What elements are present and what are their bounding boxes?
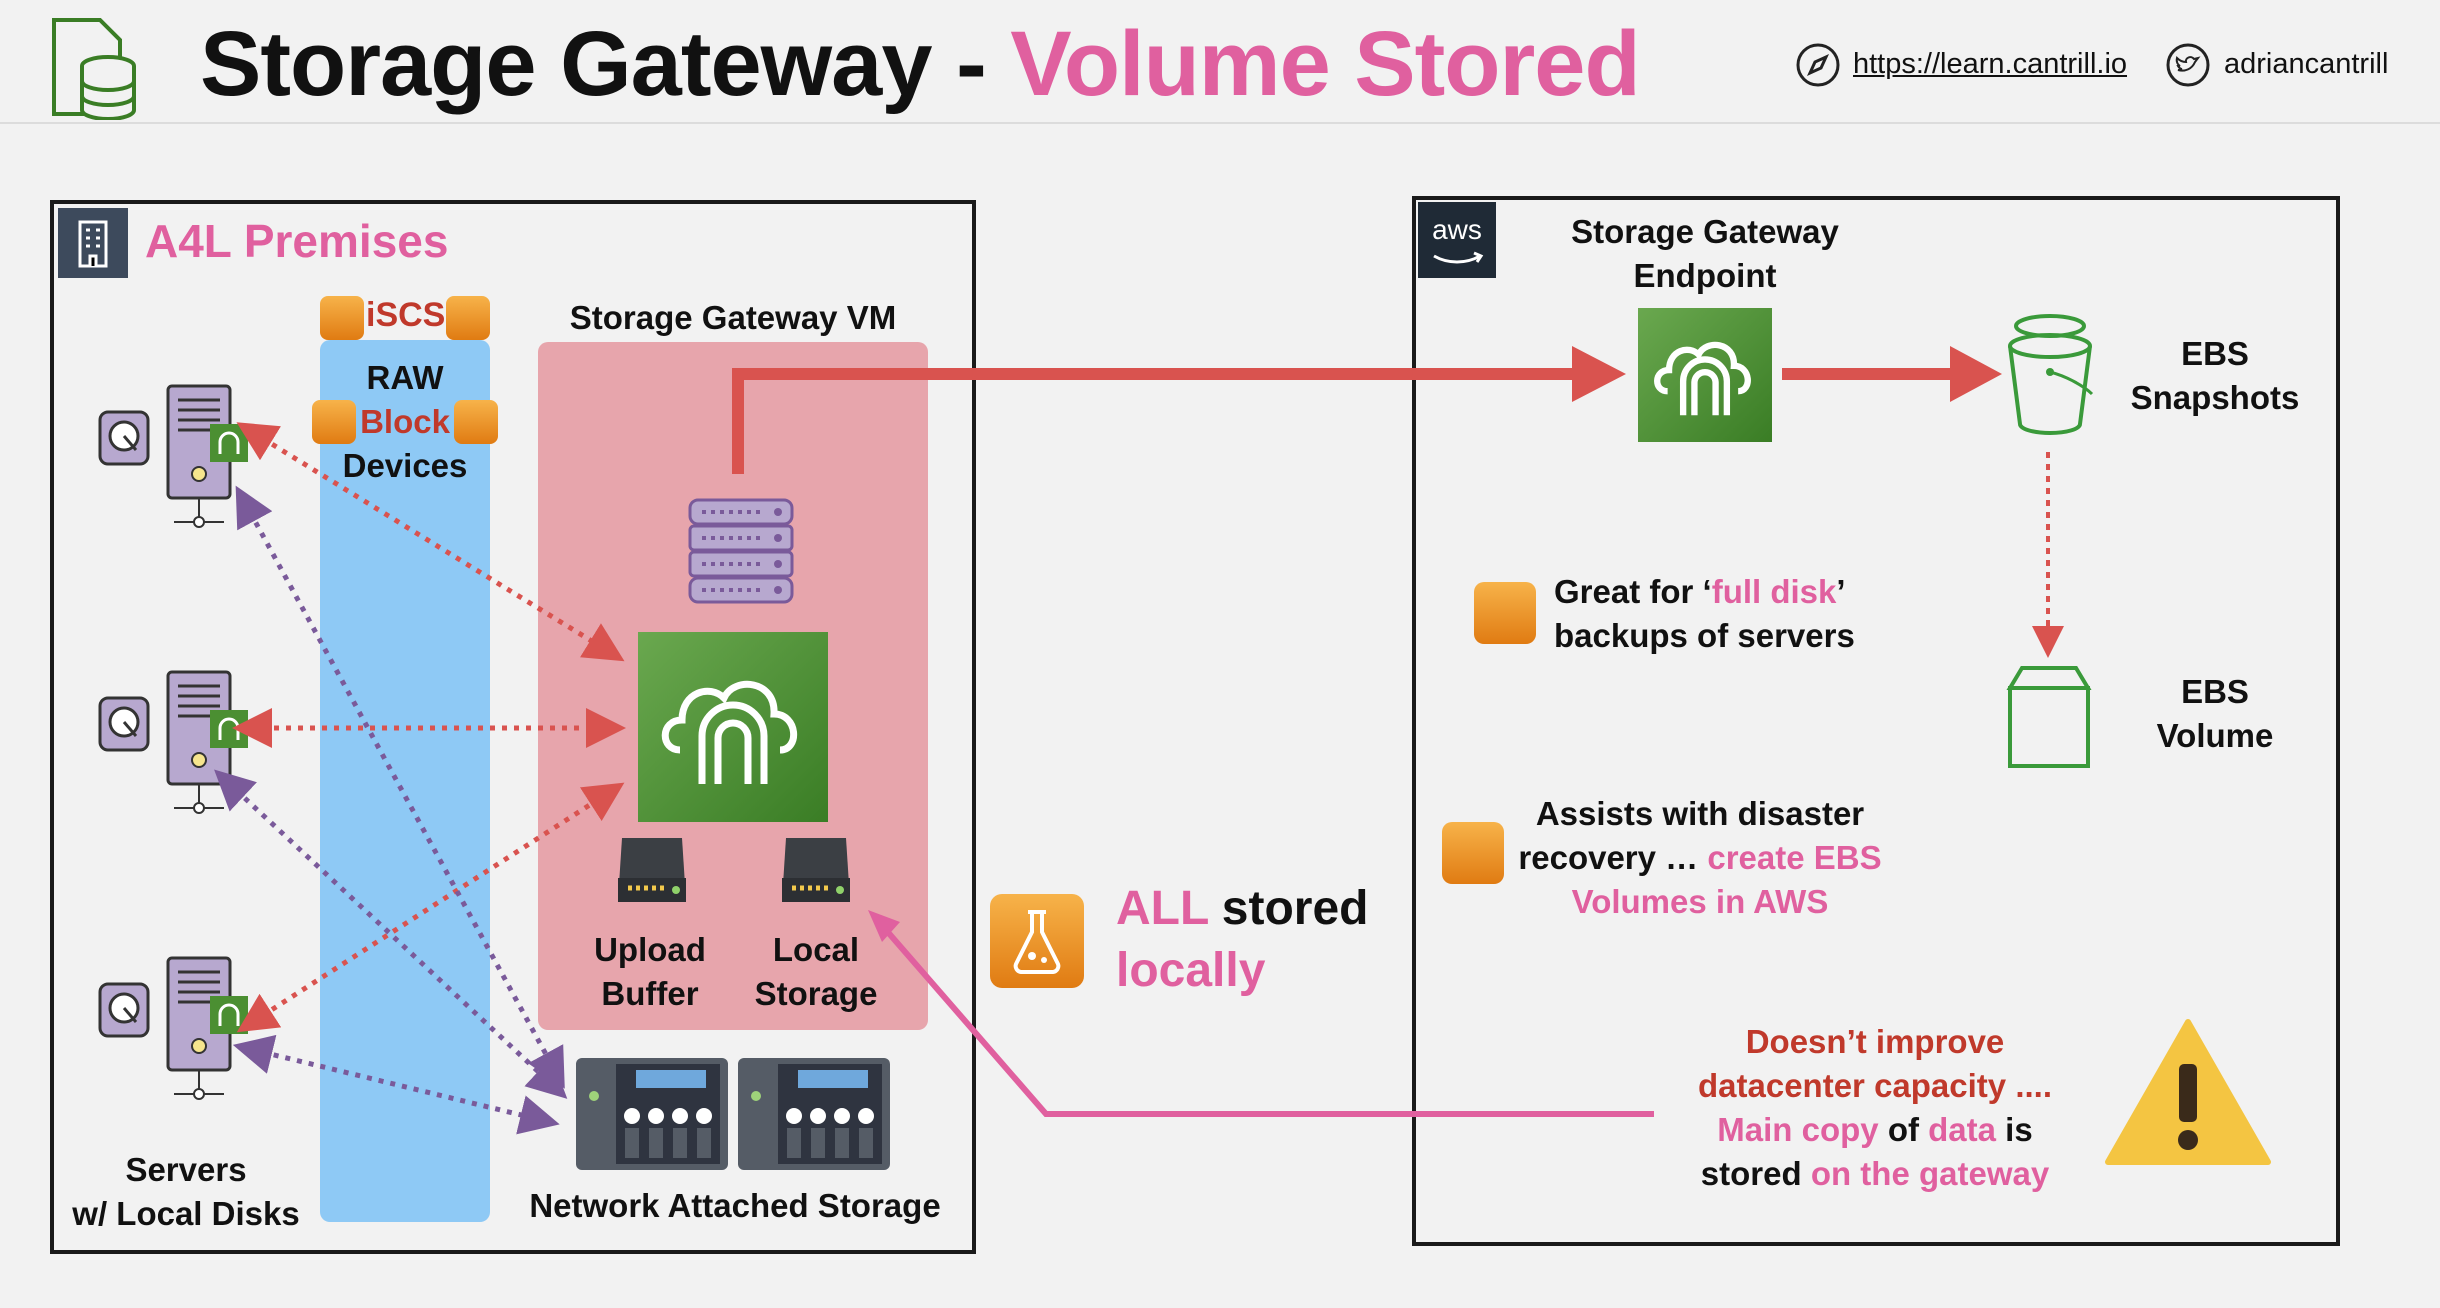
twitter-icon: [2165, 42, 2211, 88]
header-divider: [0, 122, 2440, 124]
storage-gateway-icon: [638, 632, 828, 822]
ebs-snapshots-label: EBS Snapshots: [2120, 332, 2310, 420]
warning-line4-a: stored: [1700, 1155, 1811, 1192]
nas-label: Network Attached Storage: [529, 1187, 941, 1224]
aws-logo-text: aws: [1432, 214, 1482, 245]
beaker-icon: [1442, 822, 1504, 884]
note-dr-line3: Volumes in AWS: [1571, 883, 1829, 920]
ebs-volume-label: EBS Volume: [2120, 670, 2310, 758]
local-storage-line2: Storage: [754, 975, 878, 1012]
title-highlight: Volume Stored: [1010, 13, 1640, 115]
beaker-icon: [320, 296, 364, 340]
aws-logo: aws: [1418, 202, 1496, 278]
ebs-snapshots-line2: Snapshots: [2130, 379, 2300, 416]
server-group-3: [92, 952, 262, 1102]
note-dr-line2-pre: recovery …: [1518, 839, 1708, 876]
warning-line3-d: is: [1996, 1111, 2033, 1148]
all-word: ALL: [1116, 882, 1209, 935]
bucket-icon: [2006, 312, 2094, 438]
aws-box: [1412, 196, 2340, 1246]
warning-note: Doesn’t improve datacenter capacity ....…: [1660, 1020, 2090, 1196]
locally-word: locally: [1116, 944, 1266, 997]
upload-buffer-line1: Upload: [594, 931, 706, 968]
note-full-disk-pre: Great for ‘: [1554, 573, 1712, 610]
warning-line3-a: Main copy: [1717, 1111, 1879, 1148]
note-full-disk-post: ’: [1836, 573, 1846, 610]
warning-line2: datacenter capacity ....: [1698, 1067, 2052, 1104]
note-dr: Assists with disaster recovery … create …: [1500, 792, 1900, 924]
servers-line1: Servers: [125, 1151, 247, 1188]
warning-line1: Doesn’t improve: [1745, 1023, 2005, 1060]
note-dr-line2-highlight: create EBS: [1707, 839, 1882, 876]
endpoint-line1: Storage Gateway: [1571, 213, 1839, 250]
gateway-vm-title: Storage Gateway VM: [569, 299, 897, 336]
server-group-1: [92, 380, 262, 530]
course-link-text: https://learn.cantrill.io: [1853, 48, 2128, 80]
endpoint-line2: Endpoint: [1633, 257, 1777, 294]
raw-label: RAW: [366, 359, 444, 396]
building-icon: [58, 208, 128, 278]
local-storage-line1: Local: [772, 931, 860, 968]
storage-gateway-endpoint-icon: [1638, 308, 1772, 442]
endpoint-label: Storage Gateway Endpoint: [1520, 210, 1890, 298]
premises-box: [50, 200, 976, 1254]
beaker-icon: [446, 296, 490, 340]
compass-icon: [1795, 42, 1841, 88]
server-icon: [98, 384, 248, 528]
storage-gateway-logo-icon: [48, 14, 144, 121]
beaker-icon: [454, 400, 498, 444]
warning-line3-c: data: [1928, 1111, 1996, 1148]
title-prefix: Storage Gateway -: [200, 13, 1011, 115]
ebs-volume-line2: Volume: [2156, 717, 2274, 754]
server-icon: [98, 956, 248, 1100]
note-full-disk-highlight: full disk: [1711, 573, 1837, 610]
volume-icon: [2006, 664, 2092, 770]
local-storage-label: Local Storage: [736, 928, 896, 1016]
all-stored-locally: ALL stored locally: [1116, 878, 1368, 1002]
beaker-icon: [990, 894, 1084, 988]
upload-buffer-disk-icon: [612, 828, 692, 908]
ebs-volume-line1: EBS: [2181, 673, 2249, 710]
warning-line4-b: on the gateway: [1810, 1155, 2050, 1192]
iscsi-label: iSCSI: [366, 296, 455, 334]
course-link[interactable]: https://learn.cantrill.io: [1853, 48, 2127, 81]
page-title: Storage Gateway - Volume Stored: [200, 12, 1641, 117]
upload-buffer-label: Upload Buffer: [570, 928, 730, 1016]
note-full-disk-line2: backups of servers: [1554, 617, 1855, 654]
note-full-disk: Great for ‘full disk’ backups of servers: [1554, 570, 1855, 658]
nas-icon: [574, 1056, 892, 1172]
server-rack-icon: [686, 496, 796, 608]
stored-word: stored: [1208, 882, 1369, 935]
servers-line2: w/ Local Disks: [72, 1195, 300, 1232]
premises-title: A4L Premises: [145, 215, 449, 267]
server-group-2: [92, 666, 262, 816]
twitter-handle[interactable]: adriancantrill: [2224, 48, 2389, 80]
devices-label: Devices: [342, 447, 468, 484]
warning-line3-b: of: [1878, 1111, 1929, 1148]
ebs-snapshots-line1: EBS: [2181, 335, 2249, 372]
beaker-icon: [1474, 582, 1536, 644]
server-icon: [98, 670, 248, 814]
local-storage-disk-icon: [776, 828, 856, 908]
servers-label: Servers w/ Local Disks: [56, 1148, 316, 1236]
upload-buffer-line2: Buffer: [601, 975, 699, 1012]
note-dr-line1: Assists with disaster: [1535, 795, 1865, 832]
block-label: Block: [360, 403, 450, 440]
warning-icon: [2104, 1016, 2272, 1168]
